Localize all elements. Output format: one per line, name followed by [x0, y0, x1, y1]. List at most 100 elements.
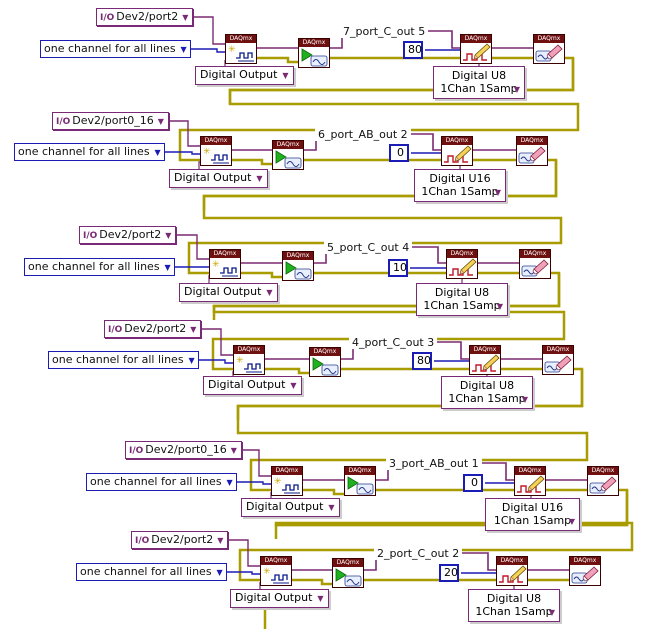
line-grouping-control[interactable]: one channel for all lines▼: [24, 258, 175, 276]
daqmx-clear-task-vi[interactable]: DAQmx: [516, 136, 548, 166]
vi-header-label: DAQmx: [570, 557, 600, 565]
channel-type-value: Digital Output: [184, 285, 262, 298]
daqmx-start-task-icon: [310, 356, 340, 376]
line-grouping-control[interactable]: one channel for all lines▼: [76, 563, 227, 581]
daqmx-write-vi[interactable]: DAQmx: [441, 136, 473, 166]
daqmx-clear-task-vi[interactable]: DAQmx: [533, 34, 565, 64]
chevron-down-icon: ▼: [165, 231, 172, 240]
numeric-constant[interactable]: 0: [463, 474, 483, 492]
channel-type-selector[interactable]: Digital Output▼: [195, 66, 294, 85]
daqmx-clear-task-vi[interactable]: DAQmx: [542, 345, 574, 375]
daqmx-create-channel-vi[interactable]: DAQmx✳: [200, 136, 232, 166]
line-grouping-control[interactable]: one channel for all lines▼: [86, 473, 237, 491]
daqmx-create-channel-vi[interactable]: DAQmx✳: [260, 556, 292, 586]
task-name-label: 3_port_AB_out 1: [386, 457, 482, 470]
chevron-down-icon: ▼: [513, 85, 520, 94]
chevron-down-icon: ▼: [521, 395, 528, 404]
daqmx-write-icon: [442, 145, 472, 165]
io-icon: I/O: [135, 536, 150, 546]
sample-mode-value: 1Chan 1Samp: [475, 605, 553, 618]
lines-wire: [164, 151, 200, 155]
numeric-constant[interactable]: 0: [389, 144, 409, 162]
line-grouping-control[interactable]: one channel for all lines▼: [14, 143, 165, 161]
daqmx-clear-task-vi[interactable]: DAQmx: [569, 556, 601, 586]
daqmx-create-channel-icon: ✳: [261, 565, 291, 585]
daqmx-write-icon: [447, 258, 477, 278]
chevron-down-icon: ▼: [216, 568, 223, 577]
daqmx-write-vi[interactable]: DAQmx: [460, 34, 492, 64]
numeric-constant[interactable]: 10: [388, 259, 408, 277]
vi-header-label: DAQmx: [520, 250, 550, 258]
vi-header-label: DAQmx: [497, 557, 527, 565]
daqmx-clear-task-vi[interactable]: DAQmx: [519, 249, 551, 279]
channel-type-value: Digital Output: [208, 378, 286, 391]
channel-type-selector[interactable]: Digital Output ▼: [179, 283, 278, 302]
daqmx-create-channel-vi[interactable]: DAQmx✳: [271, 466, 303, 496]
line-grouping-value: one channel for all lines: [44, 42, 176, 55]
channel-type-selector[interactable]: Digital Output▼: [203, 376, 302, 395]
daqmx-write-vi[interactable]: DAQmx: [496, 556, 528, 586]
chevron-down-icon: ▼: [317, 594, 324, 603]
vi-header-label: DAQmx: [543, 346, 573, 354]
vi-header-label: DAQmx: [442, 137, 472, 145]
daqmx-create-channel-vi[interactable]: DAQmx✳: [233, 345, 265, 375]
daqmx-start-task-vi[interactable]: DAQmx: [282, 251, 314, 281]
vi-header-label: DAQmx: [210, 250, 240, 258]
daqmx-create-channel-icon: ✳: [226, 43, 256, 63]
daqmx-create-channel-vi[interactable]: DAQmx✳: [225, 34, 257, 64]
daqmx-start-task-vi[interactable]: DAQmx: [309, 347, 341, 377]
daqmx-write-icon: [470, 354, 500, 374]
channel-wire: [159, 234, 209, 260]
format-value: Digital U8: [434, 286, 490, 299]
vi-header-label: DAQmx: [345, 467, 375, 475]
chevron-down-icon: ▼: [217, 536, 224, 545]
lines-wire: [198, 359, 233, 364]
chevron-down-icon: ▼: [157, 117, 164, 126]
daqmx-clear-task-vi[interactable]: DAQmx: [587, 466, 619, 496]
daqmx-write-vi[interactable]: DAQmx: [469, 345, 501, 375]
daqmx-start-task-vi[interactable]: DAQmx: [332, 558, 364, 588]
daqmx-start-task-vi[interactable]: DAQmx: [344, 466, 376, 496]
channel-type-value: Digital Output: [174, 171, 252, 184]
vi-header-label: DAQmx: [261, 557, 291, 565]
task-name-label: 6_port_AB_out 2: [315, 128, 411, 141]
numeric-constant[interactable]: 80: [412, 352, 432, 370]
channel-type-selector[interactable]: Digital Output▼: [241, 498, 340, 517]
daqmx-write-vi[interactable]: DAQmx: [514, 466, 546, 496]
daqmx-clear-task-icon: [543, 354, 573, 374]
vi-header-label: DAQmx: [234, 346, 264, 354]
chevron-down-icon: ▼: [266, 288, 273, 297]
channel-wire: [176, 16, 225, 45]
daqmx-create-channel-vi[interactable]: DAQmx✳: [209, 249, 241, 279]
line-grouping-control[interactable]: one channel for all lines▼: [40, 40, 191, 58]
numeric-constant[interactable]: 80: [403, 41, 423, 59]
daqmx-write-vi[interactable]: DAQmx: [446, 249, 478, 279]
line-grouping-value: one channel for all lines: [28, 260, 160, 273]
channel-type-selector[interactable]: Digital Output▼: [230, 589, 329, 608]
vi-header-label: DAQmx: [273, 141, 303, 149]
line-grouping-control[interactable]: one channel for all lines▼: [48, 351, 199, 369]
vi-header-label: DAQmx: [470, 346, 500, 354]
daqmx-start-task-vi[interactable]: DAQmx: [298, 38, 330, 68]
daqmx-start-task-icon: [333, 567, 363, 587]
numeric-constant[interactable]: 20: [439, 564, 459, 582]
vi-header-label: DAQmx: [283, 252, 313, 260]
daqmx-start-task-vi[interactable]: DAQmx: [272, 140, 304, 170]
daqmx-start-task-icon: [273, 149, 303, 169]
channel-type-selector[interactable]: Digital Output▼: [169, 169, 268, 188]
vi-header-label: DAQmx: [515, 467, 545, 475]
physical-channel-value: Dev2/port2: [151, 533, 214, 546]
error-wire: [257, 56, 298, 64]
